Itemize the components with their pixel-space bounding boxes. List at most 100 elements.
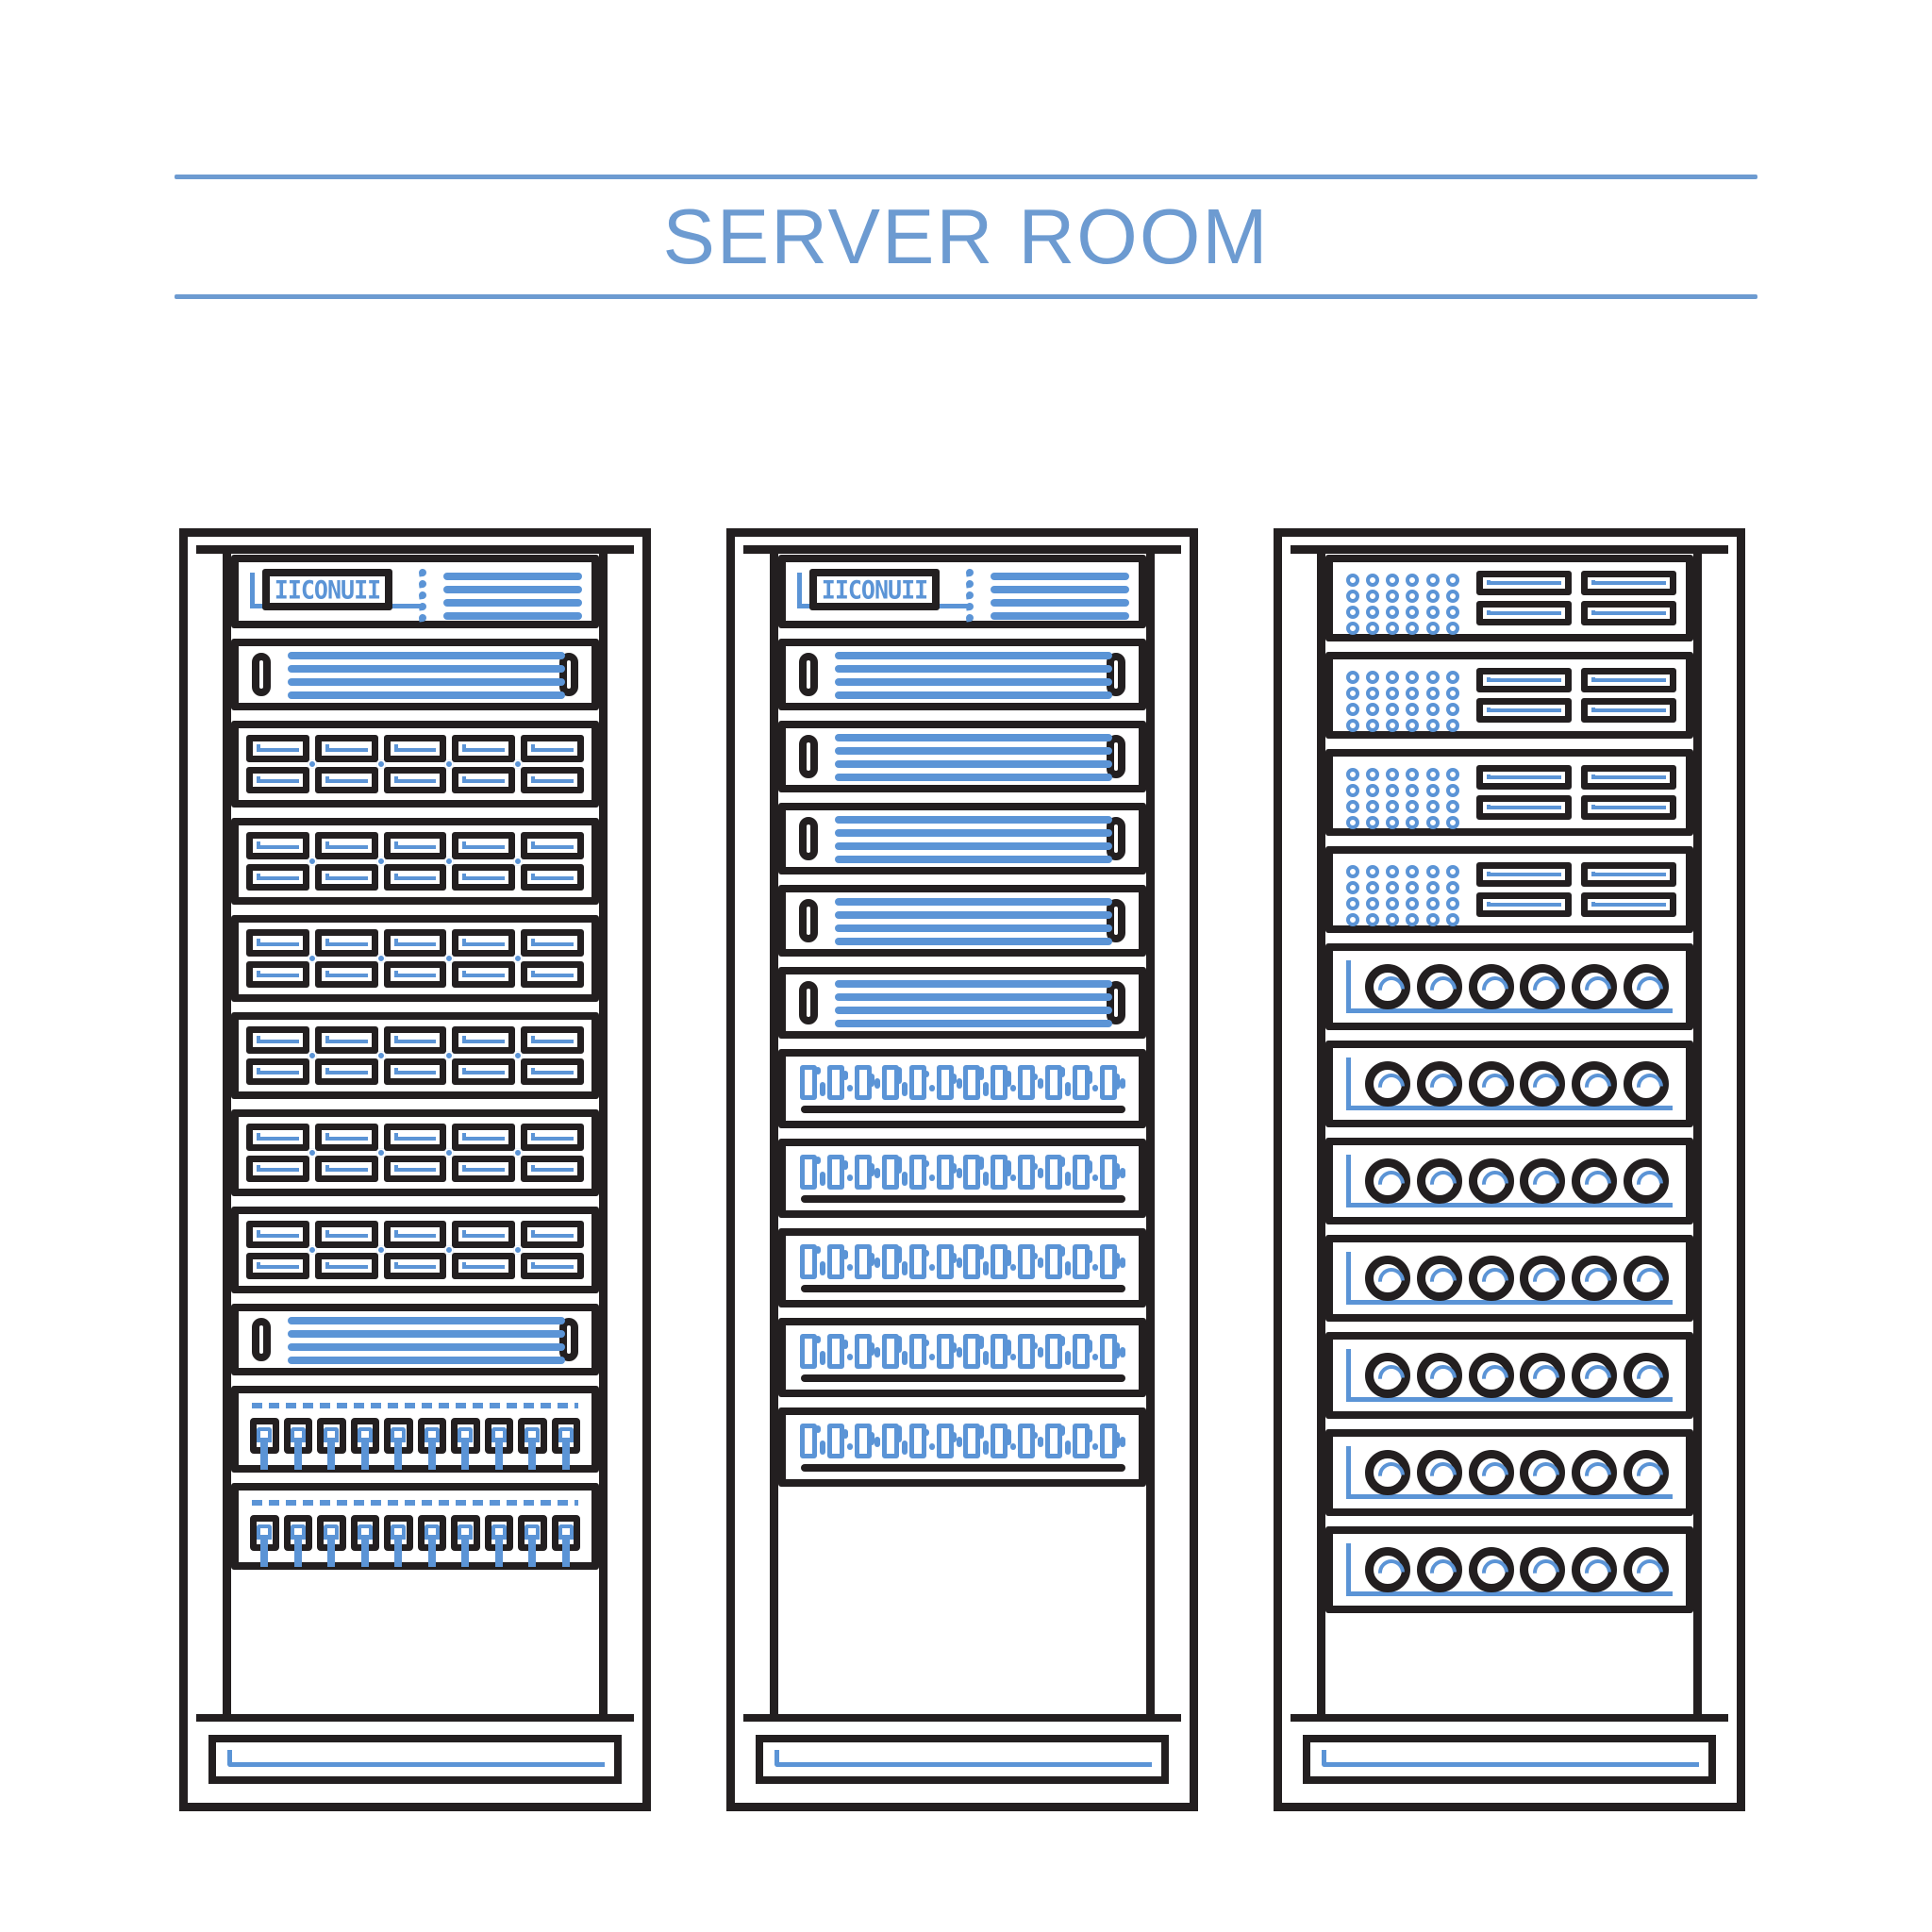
blade-module[interactable] (963, 1244, 981, 1279)
blade-module[interactable] (1018, 1424, 1036, 1458)
drive-bay-slot[interactable] (383, 1058, 447, 1085)
disk-bay-knob[interactable] (1623, 964, 1669, 1009)
drive-bay-slot[interactable] (314, 766, 378, 793)
drive-bay-slot[interactable] (452, 960, 516, 988)
drive-slot[interactable] (1581, 892, 1676, 917)
network-port[interactable] (518, 1515, 547, 1567)
disk-bay-knob[interactable] (1468, 964, 1514, 1009)
network-port[interactable] (417, 1418, 446, 1470)
network-port[interactable] (417, 1515, 446, 1567)
network-port[interactable] (317, 1418, 346, 1470)
blade-module-unit[interactable] (778, 1139, 1146, 1218)
cable-vent-unit[interactable] (778, 721, 1146, 792)
blade-module-unit[interactable] (778, 1049, 1146, 1128)
drive-bay-slot[interactable] (383, 1026, 447, 1054)
disk-bay-knob[interactable] (1416, 964, 1462, 1009)
network-port[interactable] (484, 1418, 513, 1470)
drive-bay-slot[interactable] (246, 929, 309, 957)
blade-module[interactable] (827, 1424, 845, 1458)
disk-bay-knob[interactable] (1416, 1061, 1462, 1107)
network-port[interactable] (283, 1515, 312, 1567)
disk-bay-knob[interactable] (1416, 1353, 1462, 1398)
blade-module[interactable] (1044, 1244, 1062, 1279)
drive-bay-slot[interactable] (521, 1155, 584, 1182)
console-display-unit[interactable]: IICONUII (778, 555, 1146, 628)
blade-module[interactable] (1018, 1244, 1036, 1279)
blade-module[interactable] (800, 1334, 818, 1369)
blade-module[interactable] (963, 1065, 981, 1100)
disk-bay-knob[interactable] (1572, 1158, 1618, 1204)
blade-module[interactable] (800, 1244, 818, 1279)
disk-bay-knob[interactable] (1572, 1061, 1618, 1107)
drive-bay-slot[interactable] (314, 832, 378, 859)
blade-module[interactable] (908, 1065, 926, 1100)
drive-bay-slot[interactable] (521, 1252, 584, 1279)
drive-bay-slot[interactable] (383, 1155, 447, 1182)
blade-module[interactable] (800, 1065, 818, 1100)
drive-bay-slot[interactable] (383, 863, 447, 891)
network-port[interactable] (484, 1515, 513, 1567)
network-port-unit[interactable] (231, 1483, 599, 1570)
disk-bay-knob[interactable] (1623, 1547, 1669, 1592)
drive-bay-slot[interactable] (314, 960, 378, 988)
drive-bay-slot[interactable] (521, 1221, 584, 1248)
blade-module[interactable] (827, 1244, 845, 1279)
disk-bay-knob[interactable] (1520, 1450, 1566, 1495)
disk-bay-knob[interactable] (1572, 1450, 1618, 1495)
drive-slot[interactable] (1581, 668, 1676, 692)
blade-module[interactable] (827, 1155, 845, 1190)
disk-bay-knob[interactable] (1365, 1158, 1410, 1204)
disk-bay-knob[interactable] (1623, 1158, 1669, 1204)
cable-vent-unit[interactable] (778, 885, 1146, 957)
disk-bay-knob[interactable] (1365, 1547, 1410, 1592)
disk-bay-knob[interactable] (1520, 1061, 1566, 1107)
blade-module-unit[interactable] (778, 1228, 1146, 1307)
blade-module[interactable] (908, 1424, 926, 1458)
drive-bay-slot[interactable] (521, 766, 584, 793)
drive-bay-slot[interactable] (314, 735, 378, 762)
drive-bay-slot[interactable] (314, 1252, 378, 1279)
disk-bay-knob[interactable] (1416, 1158, 1462, 1204)
disk-bay-knob[interactable] (1623, 1061, 1669, 1107)
disk-bay-knob[interactable] (1572, 1547, 1618, 1592)
drive-slot[interactable] (1476, 892, 1572, 917)
disk-bay-unit[interactable] (1325, 1235, 1693, 1322)
drive-bay-slot[interactable] (383, 1221, 447, 1248)
led-matrix-unit[interactable] (1325, 846, 1693, 933)
drive-bay-unit[interactable] (231, 1012, 599, 1099)
drive-bay-slot[interactable] (521, 735, 584, 762)
blade-module[interactable] (1044, 1334, 1062, 1369)
network-port[interactable] (451, 1515, 480, 1567)
drive-bay-slot[interactable] (246, 863, 309, 891)
cable-vent-unit[interactable] (231, 1304, 599, 1375)
drive-bay-slot[interactable] (314, 863, 378, 891)
disk-bay-knob[interactable] (1468, 1547, 1514, 1592)
drive-bay-slot[interactable] (246, 960, 309, 988)
network-port[interactable] (518, 1418, 547, 1470)
drive-bay-slot[interactable] (246, 1124, 309, 1151)
disk-bay-knob[interactable] (1468, 1256, 1514, 1301)
drive-bay-slot[interactable] (452, 735, 516, 762)
disk-bay-unit[interactable] (1325, 1526, 1693, 1613)
drive-bay-slot[interactable] (521, 1124, 584, 1151)
cable-vent-unit[interactable] (778, 803, 1146, 874)
drive-slot[interactable] (1581, 698, 1676, 723)
drive-bay-slot[interactable] (383, 929, 447, 957)
drive-bay-slot[interactable] (521, 1026, 584, 1054)
disk-bay-unit[interactable] (1325, 1138, 1693, 1224)
drive-bay-unit[interactable] (231, 1109, 599, 1196)
blade-module-unit[interactable] (778, 1407, 1146, 1487)
blade-module[interactable] (1044, 1424, 1062, 1458)
drive-bay-slot[interactable] (452, 1026, 516, 1054)
drive-bay-slot[interactable] (383, 735, 447, 762)
drive-slot[interactable] (1476, 668, 1572, 692)
drive-bay-slot[interactable] (452, 832, 516, 859)
drive-slot[interactable] (1476, 862, 1572, 887)
blade-module[interactable] (908, 1334, 926, 1369)
disk-bay-knob[interactable] (1520, 1256, 1566, 1301)
led-matrix-unit[interactable] (1325, 749, 1693, 836)
disk-bay-unit[interactable] (1325, 1041, 1693, 1127)
network-port[interactable] (384, 1418, 413, 1470)
drive-bay-unit[interactable] (231, 915, 599, 1002)
drive-bay-slot[interactable] (452, 1221, 516, 1248)
